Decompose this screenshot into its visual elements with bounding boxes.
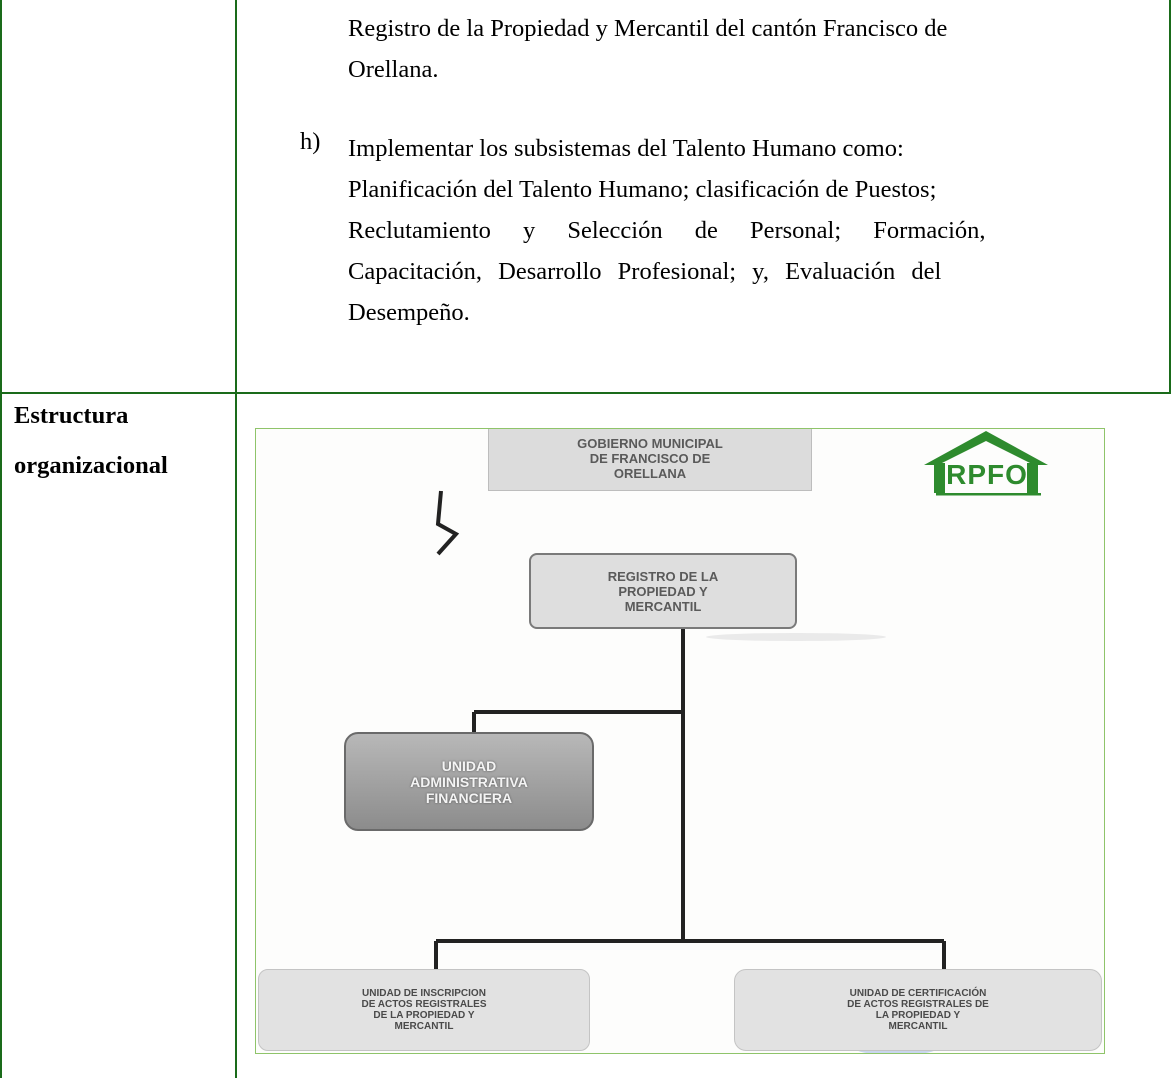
row-label-line: organizacional	[14, 452, 168, 479]
org-chart-figure: GOBIERNO MUNICIPAL DE FRANCISCO DE ORELL…	[255, 428, 1105, 1054]
paragraph-continuation: Registro de la Propiedad y Mercantil del…	[348, 8, 1160, 90]
list-item-h: Implementar los subsistemas del Talento …	[348, 128, 1160, 333]
table-right-border	[1169, 0, 1171, 393]
scan-mark	[706, 633, 886, 641]
paragraph-line: Orellana.	[348, 56, 439, 83]
row-label-line: Estructura	[14, 402, 129, 429]
list-item-line: Planificación del Talento Humano; clasif…	[348, 176, 937, 203]
list-item-line: Implementar los subsistemas del Talento …	[348, 135, 904, 162]
org-box-gobierno: GOBIERNO MUNICIPAL DE FRANCISCO DE ORELL…	[488, 429, 812, 491]
org-box-registro: REGISTRO DE LA PROPIEDAD Y MERCANTIL	[529, 553, 797, 629]
list-item-line: Reclutamiento y Selección de Personal; F…	[348, 217, 986, 244]
connector-top	[435, 490, 460, 556]
org-box-certificacion: UNIDAD DE CERTIFICACIÓN DE ACTOS REGISTR…	[734, 969, 1102, 1051]
table-row-divider	[0, 392, 1171, 394]
list-marker-h: h)	[300, 128, 321, 155]
list-item-line: Desempeño.	[348, 299, 470, 326]
logo-text: RPFO	[946, 459, 1028, 490]
list-item-line: Capacitación, Desarrollo Profesional; y,…	[348, 258, 942, 285]
house-roof-icon	[924, 431, 1048, 496]
rpfo-logo: RPFO	[916, 429, 1056, 499]
org-box-inscripcion: UNIDAD DE INSCRIPCION DE ACTOS REGISTRAL…	[258, 969, 590, 1051]
table-column-divider	[235, 0, 237, 1078]
org-box-admin: UNIDAD ADMINISTRATIVA FINANCIERA	[344, 732, 594, 831]
table-left-border	[0, 0, 2, 1078]
paragraph-line: Registro de la Propiedad y Mercantil del…	[348, 15, 948, 42]
